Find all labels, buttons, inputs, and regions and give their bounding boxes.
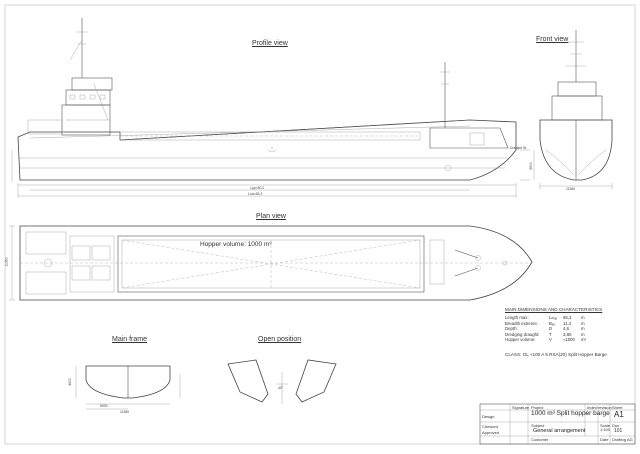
front-view-title: Front view [536, 36, 569, 43]
sheet-size: A1 [614, 410, 624, 419]
index-revision-label: Index/revision [587, 405, 612, 410]
plan-view-drawing [9, 225, 533, 301]
classification-note: CLASS: GL +100 A 5 RSA(20) Split Hopper … [505, 352, 607, 357]
main-dimension-value: ≈1000 [563, 337, 575, 343]
main-frame-depth-dimension: 4600 [67, 378, 72, 386]
approved-label: Approved [482, 430, 500, 435]
front-depth-dimension: 5600 [528, 162, 533, 170]
drawn-label: Design [482, 414, 495, 419]
main-dimension-sym: T [549, 331, 552, 337]
sheet-border [4, 4, 636, 445]
lpp-dimension: Lpp=60,0 [250, 186, 265, 190]
main-dimension-row: Hopper volume: V ≈1000 m³ [505, 337, 625, 343]
main-frame-drawing [75, 365, 181, 410]
draught-mark-label: Draught W. [510, 146, 527, 150]
main-dimension-sym: V [549, 337, 552, 343]
main-dimension-name: Hopper volume: [505, 337, 536, 343]
main-dimension-value: 4,6 [563, 326, 569, 332]
date-label: Date [600, 437, 609, 442]
main-dimension-value: 11,4 [563, 320, 572, 326]
open-position-drawing [227, 359, 337, 404]
signature-label: Signature [512, 405, 530, 410]
main-dimension-row: Depth: D 4,6 m [505, 326, 625, 332]
project-label: Project [531, 405, 544, 410]
project-name: 1000 m³ Split hopper barge [531, 410, 610, 417]
main-dimension-value: 65,3 [563, 315, 572, 320]
loa-dimension: Loa=65,3 [248, 192, 263, 196]
title-block-frame [479, 403, 636, 445]
main-dimension-name: Breadth extreme: [505, 320, 538, 326]
customer-label: Customer [531, 437, 549, 442]
sheet-label: Sheet [612, 405, 623, 410]
front-view-drawing [533, 30, 613, 189]
main-dimension-unit: m³ [581, 337, 587, 343]
main-dimensions-heading: MAIN DIMENSIONS AND CHARACTERISTICS [505, 307, 603, 312]
main-dimension-unit: m [581, 331, 585, 337]
main-frame-breadth-dimension: 11360 [120, 410, 130, 414]
main-dimension-sym: Lₘₐₓ [549, 315, 558, 320]
firm-name: Drafting AG [612, 437, 633, 442]
main-dimension-name: Dredging draught: [505, 331, 540, 337]
hopper-volume-label: Hopper volume: 1000 m³ [200, 241, 272, 248]
main-dimension-row: Breadth extreme: Bₑₓ 11,4 m [505, 321, 625, 327]
main-dimension-sym: Bₑₓ [549, 320, 555, 326]
main-dimension-sym: D [549, 326, 553, 332]
open-position-title: Open position [258, 336, 302, 343]
main-dimension-row: Dredging draught: T 3,80 m [505, 332, 625, 338]
scale-value: 1:100 [600, 427, 611, 432]
main-dimension-name: Length max: [505, 315, 529, 320]
main-frame-width-dimension: 5000 [100, 404, 108, 408]
open-angle-dimension: 40° [278, 386, 284, 390]
front-breadth-dimension: 11360 [566, 187, 576, 191]
doc-number: 101 [614, 428, 623, 434]
main-dimension-name: Depth: [505, 326, 518, 332]
plan-view-title: Plan view [256, 213, 286, 220]
main-dimension-unit: m [581, 326, 585, 332]
main-dimension-row: Length max: Lₘₐₓ 65,3 m [505, 315, 625, 321]
profile-view-title: Profile view [252, 40, 288, 47]
profile-view-drawing [11, 18, 530, 198]
checked-label: Checked [482, 424, 498, 429]
subject-value: General arrangement [533, 428, 586, 434]
main-frame-title: Main frame [112, 336, 148, 343]
scale-label: Scale [600, 423, 611, 428]
subject-label: Subject [531, 423, 545, 428]
main-dimension-unit: m [581, 320, 585, 326]
plan-breadth-dimension: 11360 [4, 257, 9, 267]
doc-label: Doc. [612, 423, 621, 428]
main-dimension-value: 3,80 [563, 331, 572, 337]
main-dimension-unit: m [581, 315, 585, 320]
